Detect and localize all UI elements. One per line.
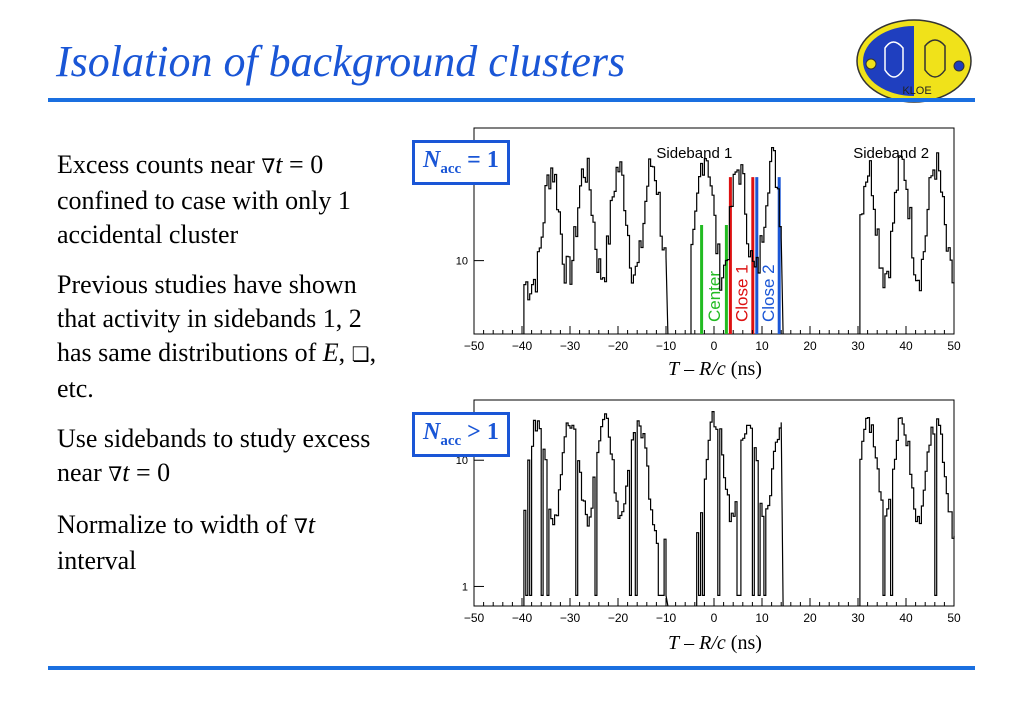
symbol-glyph: ∇ <box>261 156 276 178</box>
bullet-text: Use sidebands to study excess near <box>57 424 377 487</box>
bullet-text: E <box>322 338 339 367</box>
symbol-glyph: ∇ <box>293 516 308 538</box>
x-tick-label: −40 <box>512 611 533 625</box>
x-tick-label: 50 <box>947 611 961 625</box>
bullet-text: interval <box>57 510 322 575</box>
x-tick-label: 0 <box>711 339 718 353</box>
bullet-text: t <box>122 458 130 487</box>
x-tick-label: 30 <box>851 339 865 353</box>
band-label: Close 1 <box>733 264 752 322</box>
bullet-text: Excess counts near <box>57 150 262 179</box>
x-tick-label: 30 <box>851 611 865 625</box>
x-tick-label: −20 <box>608 339 629 353</box>
bullet-list: Excess counts near ∇t = 0 confined to ca… <box>57 148 397 594</box>
x-tick-label: −50 <box>464 611 485 625</box>
x-axis-label-1: T – R/c (ns) <box>668 358 762 380</box>
symbol-glyph: ❏ <box>351 344 370 366</box>
bullet-text: Normalize to width of <box>57 510 294 539</box>
band-label: Close 2 <box>759 264 778 322</box>
histogram-line <box>523 411 955 607</box>
plot-frame <box>473 399 955 607</box>
x-tick-label: 0 <box>711 611 718 625</box>
x-tick-label: −40 <box>512 339 533 353</box>
bullet-item: Normalize to width of ∇t interval <box>57 508 397 578</box>
x-tick-label: 40 <box>899 339 913 353</box>
nacc-label-1: Nacc = 1 <box>412 140 510 185</box>
x-axis-label-2: T – R/c (ns) <box>668 632 762 654</box>
y-tick-label: 1 <box>462 581 468 593</box>
bullet-text: t <box>307 510 316 539</box>
x-tick-label: 20 <box>803 339 817 353</box>
x-tick-label: −30 <box>560 339 581 353</box>
bullet-text: , <box>338 338 352 367</box>
x-tick-label: 20 <box>803 611 817 625</box>
x-tick-label: −50 <box>464 339 485 353</box>
sideband-1-label: Sideband 1 <box>656 145 732 162</box>
y-tick-label: 10 <box>456 256 468 268</box>
histogram-line <box>523 147 955 335</box>
sideband-2-label: Sideband 2 <box>853 145 929 162</box>
bullet-text: = 0 confined to case with only 1 acciden… <box>57 150 358 249</box>
bullet-text: t <box>275 150 283 179</box>
x-tick-label: 50 <box>947 339 961 353</box>
x-tick-label: −10 <box>656 339 677 353</box>
top-rule <box>48 98 975 102</box>
x-tick-label: 40 <box>899 611 913 625</box>
bullet-text: , etc. <box>57 338 383 403</box>
logo-text: KLOE <box>902 85 931 97</box>
x-tick-label: −10 <box>656 611 677 625</box>
y-tick-label: 10 <box>456 455 468 467</box>
nacc-label-2: Nacc > 1 <box>412 412 510 457</box>
symbol-glyph: ∇ <box>108 464 123 486</box>
x-tick-label: 10 <box>755 339 769 353</box>
bullet-item: Excess counts near ∇t = 0 confined to ca… <box>57 148 397 252</box>
kloe-logo-icon: KLOE <box>856 19 972 103</box>
x-tick-label: −30 <box>560 611 581 625</box>
bullet-item: Use sidebands to study excess near ∇t = … <box>57 422 397 492</box>
bullet-text: Previous studies have shown that activit… <box>57 270 369 367</box>
bullet-item: Previous studies have shown that activit… <box>57 268 397 406</box>
bullet-text: = 0 <box>129 458 171 487</box>
histogram-nacc-gt1: −50 −40 −30 −20 −10 0 10 20 30 40 50 1 10 <box>456 399 961 625</box>
bottom-rule <box>48 666 975 670</box>
x-tick-label: −20 <box>608 611 629 625</box>
page-title: Isolation of background clusters <box>56 37 626 86</box>
x-tick-label: 10 <box>755 611 769 625</box>
